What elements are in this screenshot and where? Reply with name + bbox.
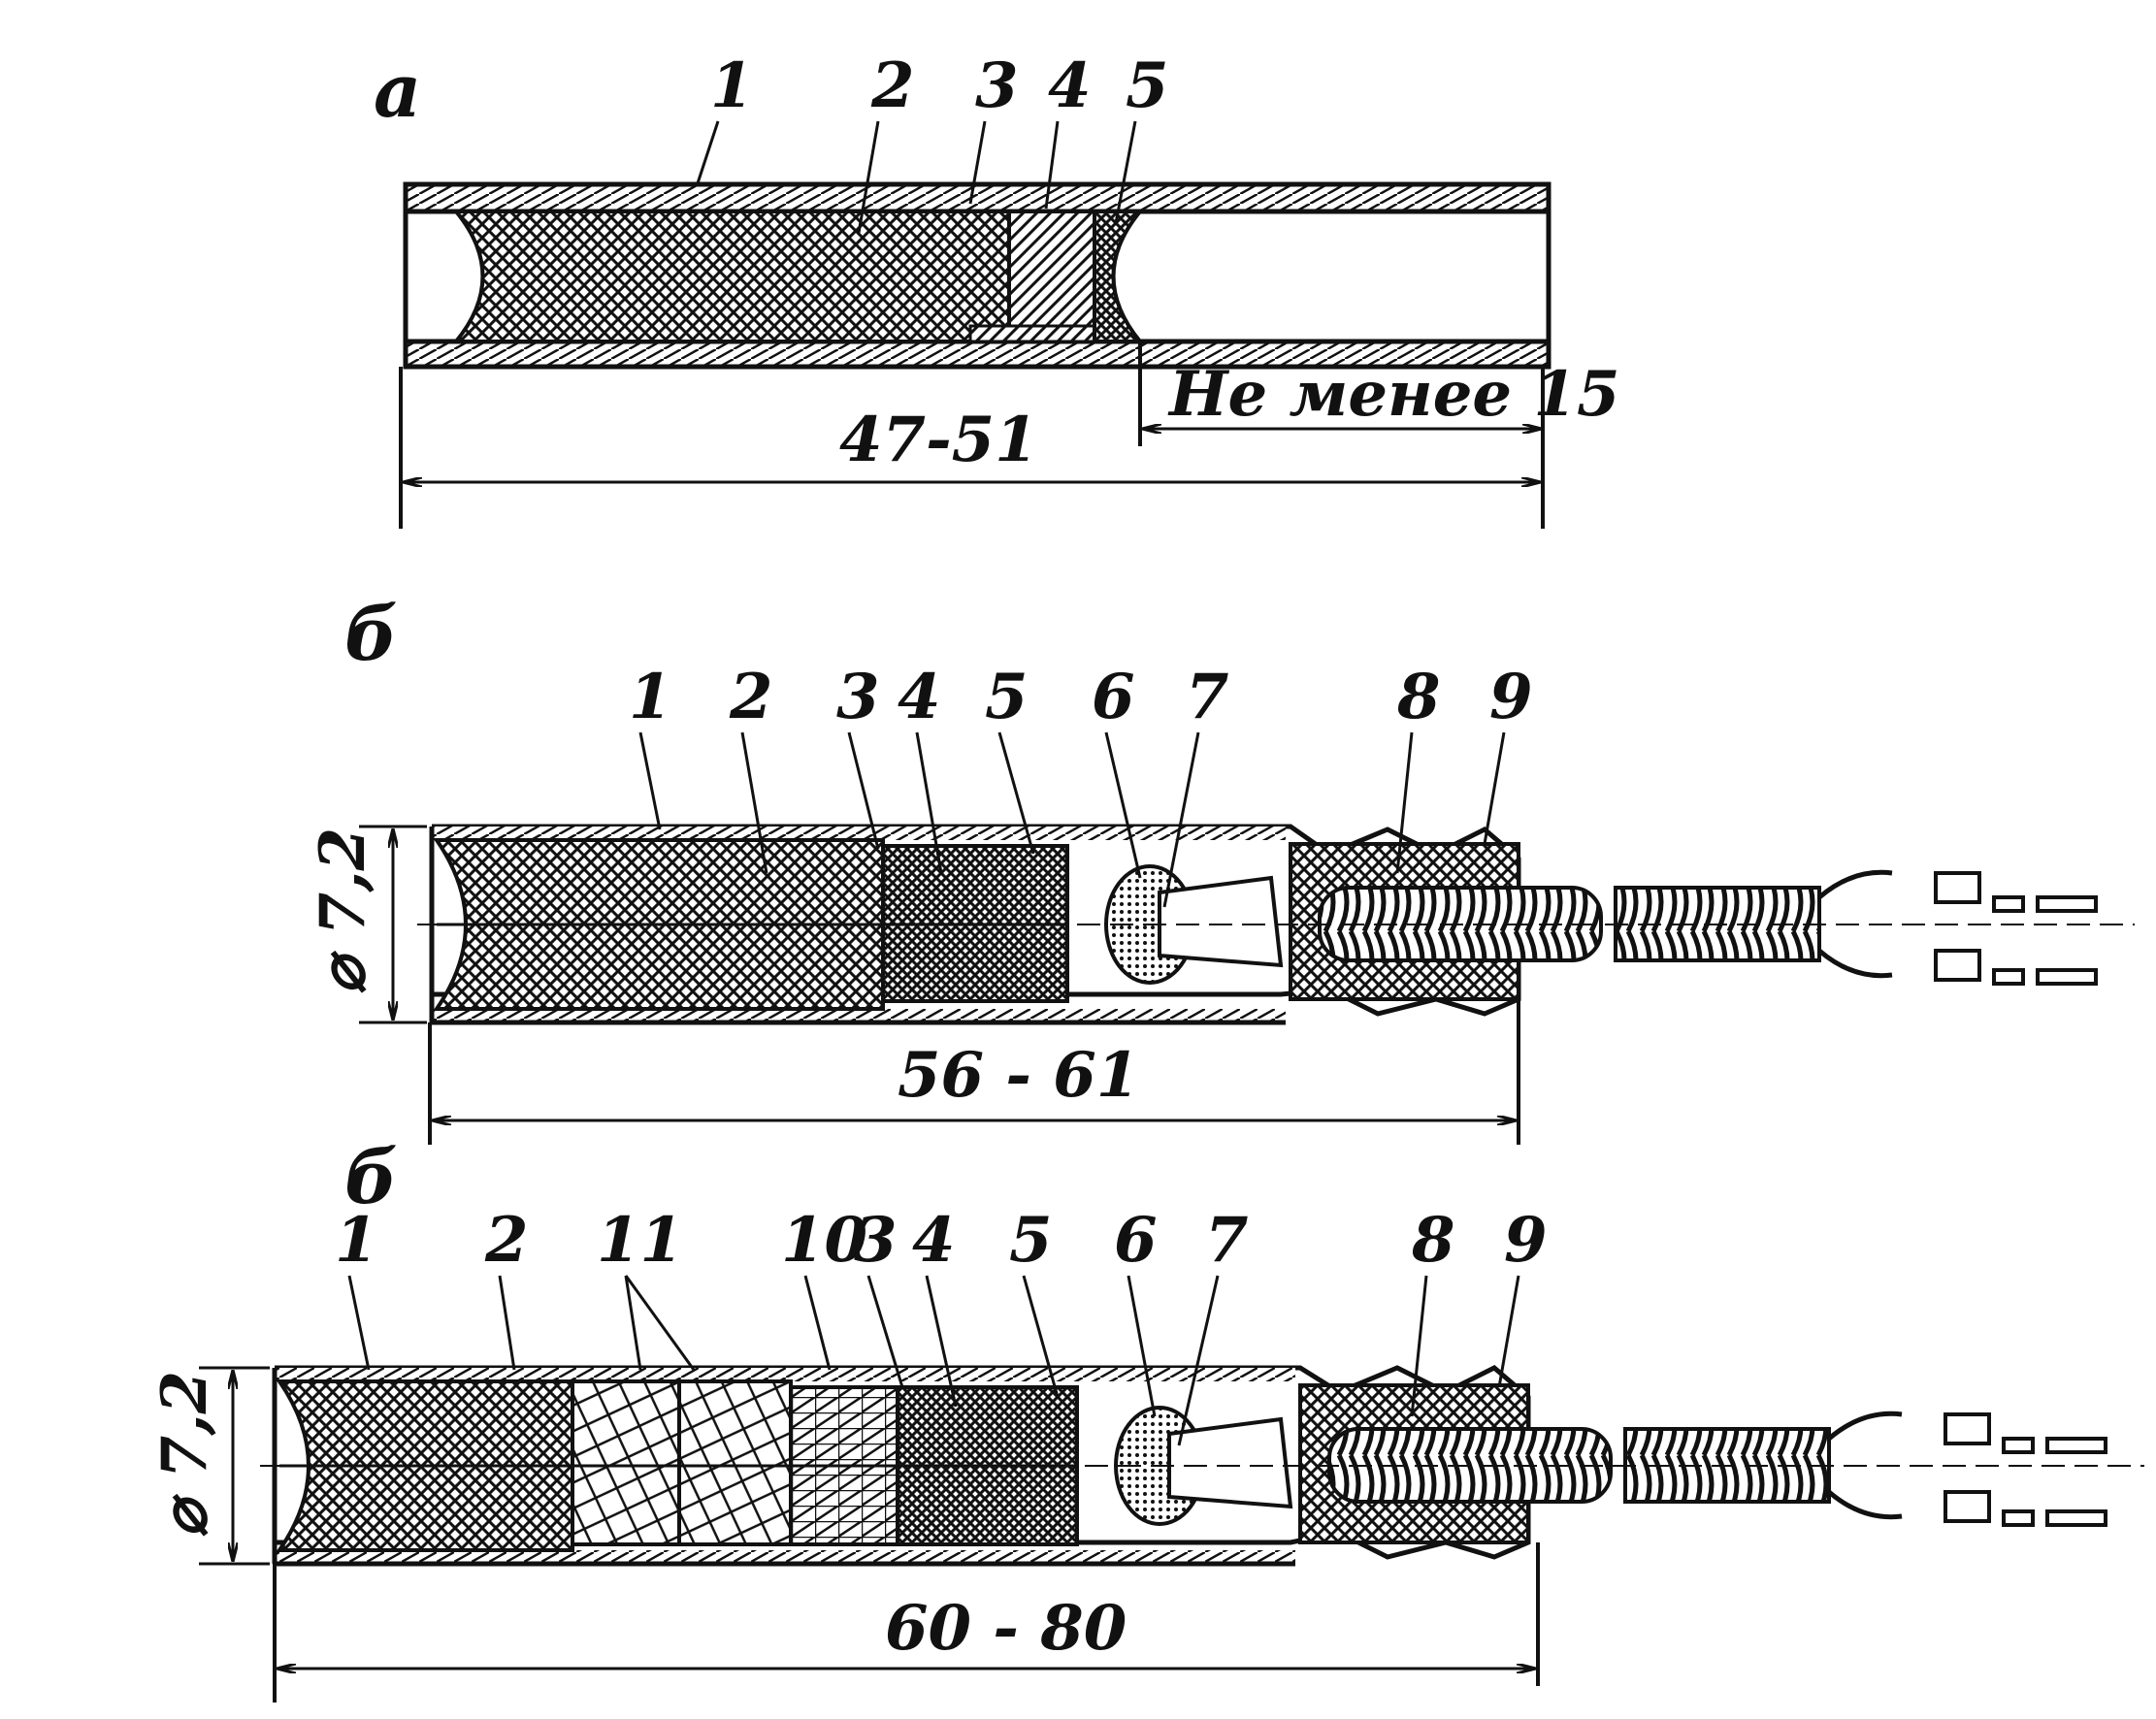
wire-ends-b (1934, 871, 2098, 986)
label-c-7: 7 (1205, 1204, 1249, 1277)
label-c-9: 9 (1504, 1204, 1548, 1277)
label-b-7: 7 (1186, 661, 1229, 733)
label-a-1: 1 (710, 49, 754, 122)
dim-a-total: 47-51 (839, 404, 1038, 476)
panel-c: б 1 2 11 10 3 4 5 6 7 (148, 1134, 2144, 1703)
diameter-b: ⌀ 7,2 (307, 827, 379, 994)
panel-b: б 1 2 3 4 5 6 7 8 9 (307, 591, 2135, 1145)
cap (1093, 210, 1145, 343)
lead-wires-c (1167, 1416, 1293, 1509)
label-c-6: 6 (1114, 1204, 1158, 1277)
label-b-6: 6 (1092, 661, 1135, 733)
label-b-4: 4 (898, 661, 941, 733)
label-a-5: 5 (1126, 49, 1169, 122)
tube-wall-top (403, 181, 1552, 214)
shell-wall-bottom (432, 1009, 1286, 1022)
label-b-2: 2 (729, 661, 773, 733)
leaders-b (638, 731, 1506, 908)
label-c-8: 8 (1411, 1204, 1455, 1277)
shell-wall-top-c (275, 1368, 1295, 1381)
label-b-3: 3 (836, 661, 880, 733)
shell-wall-top (432, 827, 1286, 840)
label-c-1: 1 (335, 1204, 378, 1277)
label-b-8: 8 (1396, 661, 1441, 733)
intermediate-charge-11 (571, 1379, 793, 1546)
primary-charge (1007, 210, 1096, 343)
wire-ends-c (1944, 1412, 2107, 1527)
label-a-3: 3 (975, 49, 1019, 122)
label-c-10: 10 (781, 1204, 867, 1277)
label-b-9: 9 (1489, 661, 1533, 733)
label-a-2: 2 (870, 49, 915, 122)
label-b-5: 5 (985, 661, 1029, 733)
panel-c-letter: б (344, 1134, 398, 1220)
dim-a-min: Не менее 15 (1167, 358, 1619, 431)
cup-edge (968, 324, 1096, 343)
label-c-4: 4 (912, 1204, 956, 1277)
panel-a: а 1 2 3 4 5 Не менее 15 (374, 48, 1619, 529)
label-a-4: 4 (1048, 49, 1092, 122)
dim-c-total: 60 - 80 (885, 1592, 1127, 1665)
lead-wires-b (1158, 875, 1284, 968)
shell-wall-bottom-c (275, 1550, 1295, 1564)
label-c-5: 5 (1009, 1204, 1053, 1277)
label-c-11: 11 (597, 1204, 683, 1277)
secondary-charge (451, 210, 1011, 343)
label-c-3: 3 (854, 1204, 898, 1277)
diameter-c: ⌀ 7,2 (148, 1371, 221, 1538)
leaders-a (695, 120, 1137, 234)
panel-b-letter: б (344, 591, 398, 677)
label-c-2: 2 (484, 1204, 529, 1277)
label-b-1: 1 (629, 661, 672, 733)
dim-b-total: 56 - 61 (898, 1039, 1139, 1112)
leaders-c (347, 1275, 1520, 1446)
panel-a-letter: а (374, 48, 421, 134)
